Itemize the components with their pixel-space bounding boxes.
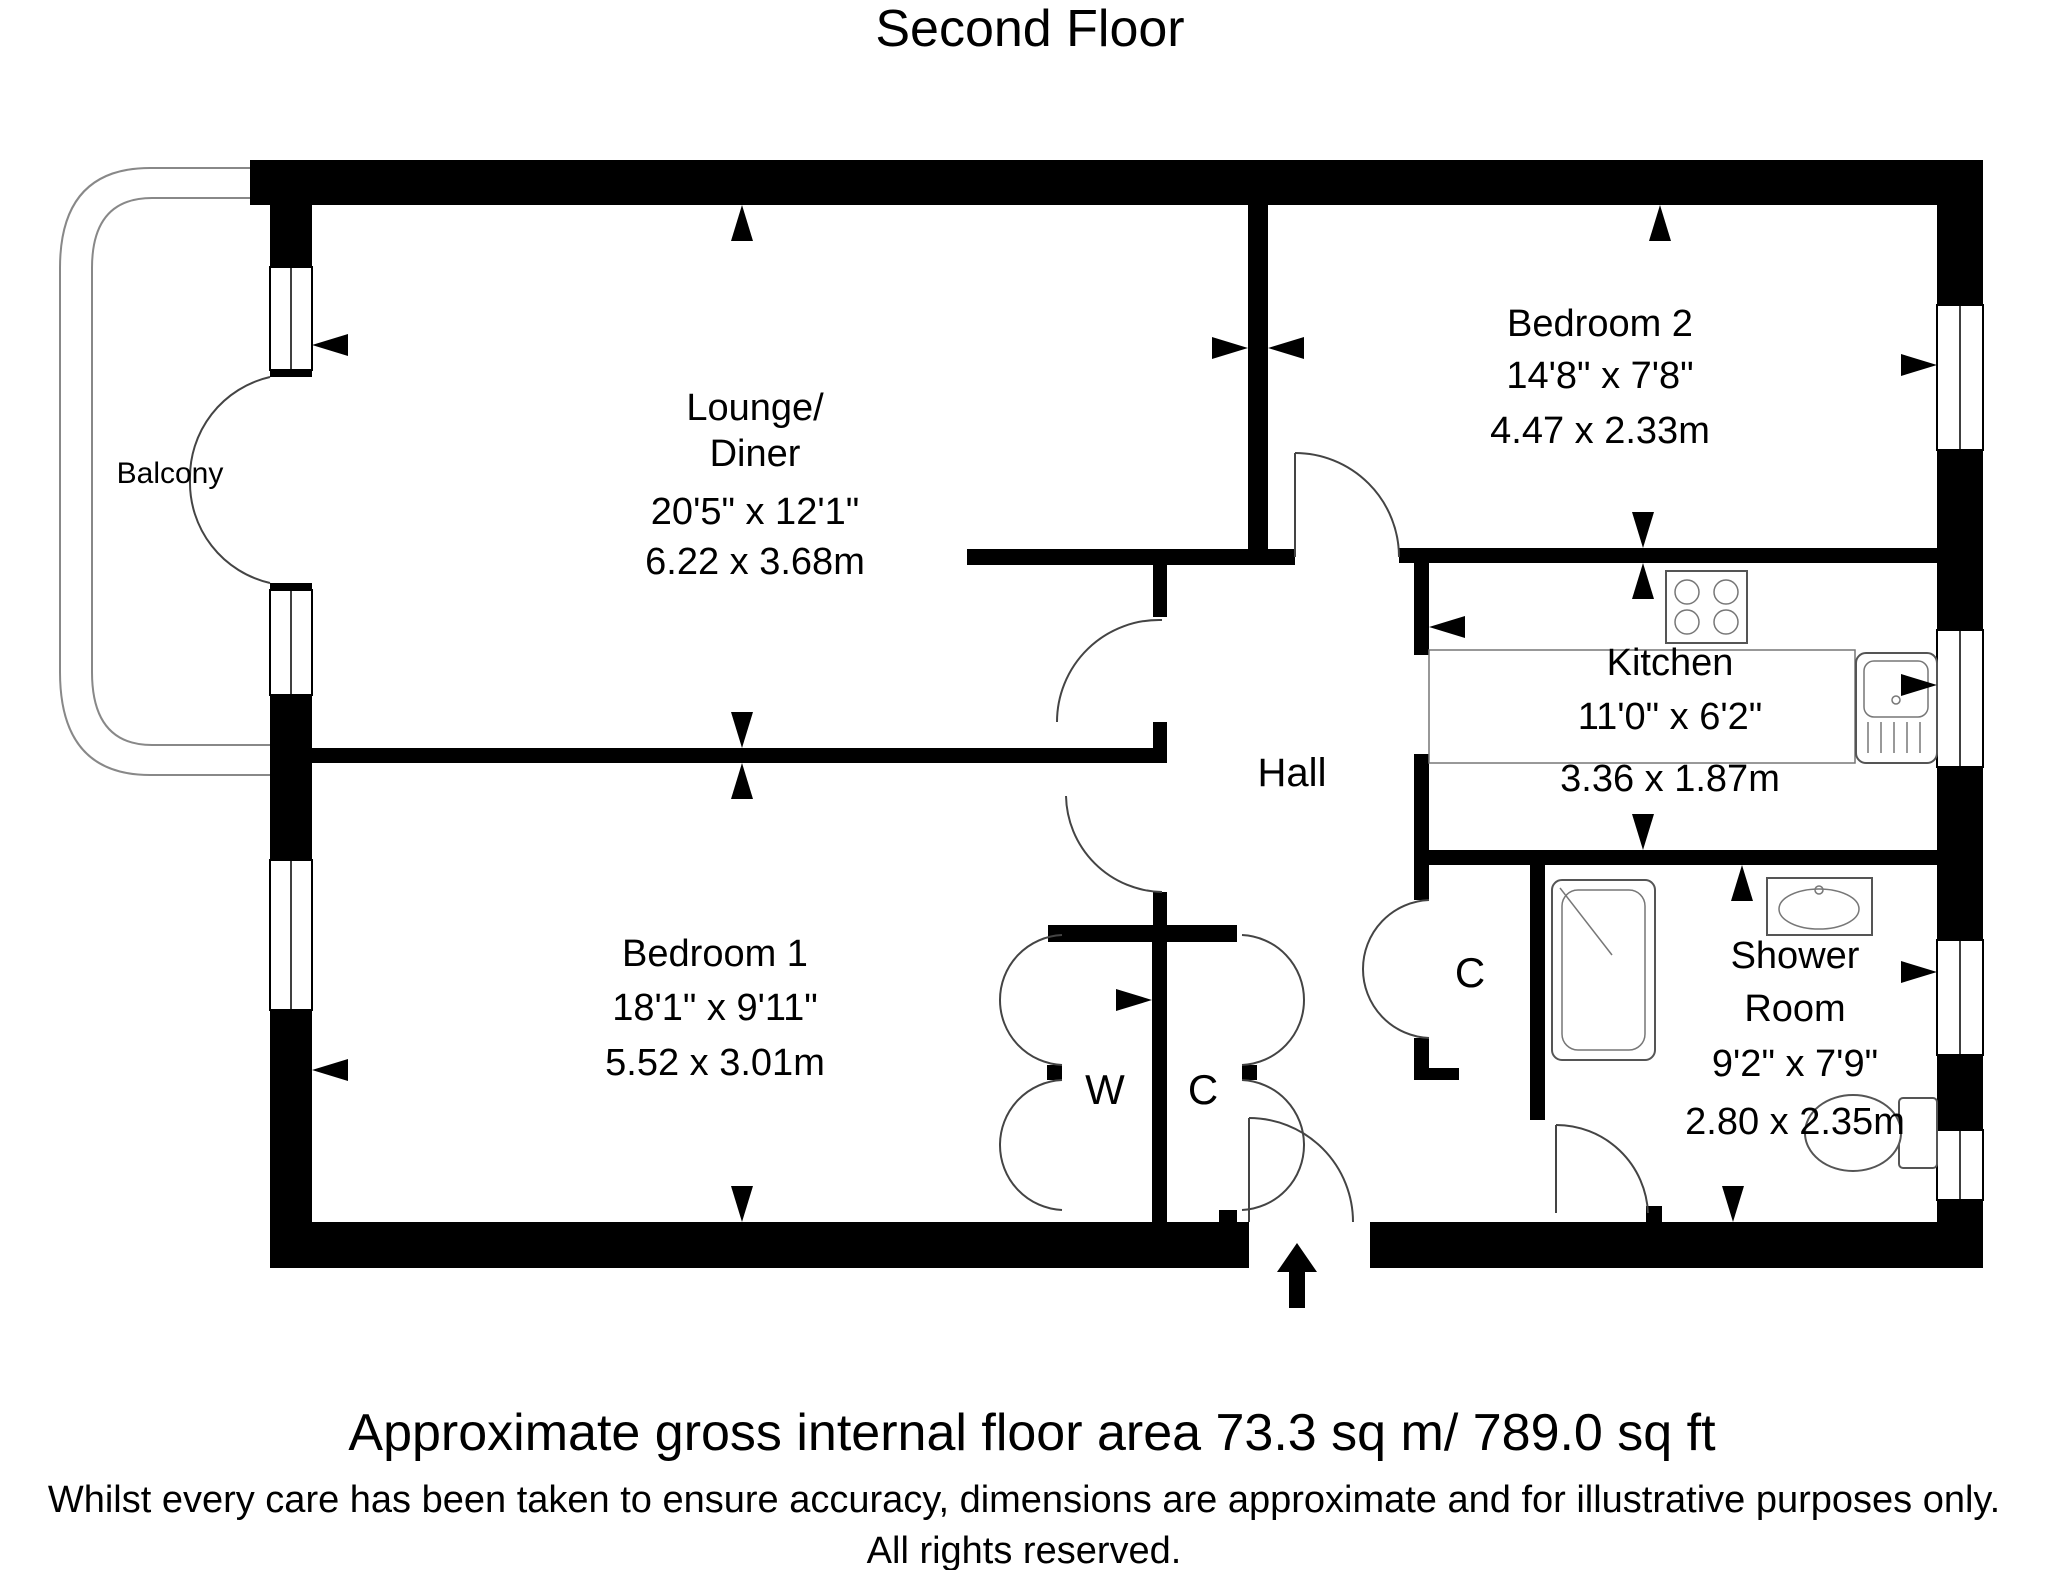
bedroom1-dims-imperial: 18'1" x 9'11" [612, 987, 818, 1029]
exterior-walls [250, 160, 1983, 1268]
disclaimer-line2: All rights reserved. [867, 1530, 1182, 1570]
lounge-label-line2: Diner [710, 433, 801, 475]
toilet-icon [1804, 1094, 1938, 1172]
room-labels: Lounge/ Diner 20'5" x 12'1" 6.22 x 3.68m… [117, 303, 1905, 1143]
windows [269, 266, 1984, 1201]
lounge-dims-metric: 6.22 x 3.68m [645, 541, 865, 583]
cupboard-label: C [1188, 1066, 1218, 1113]
hob-icon [1665, 570, 1748, 644]
basin-icon [1766, 877, 1873, 936]
bedroom2-dims-metric: 4.47 x 2.33m [1490, 410, 1710, 452]
dimension-arrows [312, 205, 1937, 1222]
footer: Approximate gross internal floor area 73… [48, 1404, 2000, 1570]
bedroom2-label: Bedroom 2 [1507, 303, 1693, 345]
lounge-label-line1: Lounge/ [686, 387, 824, 429]
bedroom2-dims-imperial: 14'8" x 7'8" [1506, 355, 1693, 397]
doors [188, 376, 1649, 1223]
hall-cupboard-label: C [1455, 949, 1485, 996]
balcony-label: Balcony [117, 457, 224, 490]
shower-room-dims-imperial: 9'2" x 7'9" [1712, 1043, 1878, 1085]
interior-walls [312, 205, 1937, 1222]
sink-icon [1855, 652, 1938, 764]
bedroom1-label: Bedroom 1 [622, 933, 808, 975]
shower-room-dims-metric: 2.80 x 2.35m [1685, 1101, 1905, 1143]
shower-tray-icon [1551, 879, 1656, 1061]
wardrobe-label: W [1085, 1066, 1125, 1113]
shower-room-label-line1: Shower [1731, 935, 1860, 977]
bedroom1-dims-metric: 5.52 x 3.01m [605, 1042, 825, 1084]
lounge-dims-imperial: 20'5" x 12'1" [651, 491, 859, 533]
kitchen-label: Kitchen [1607, 642, 1734, 684]
kitchen-dims-metric: 3.36 x 1.87m [1560, 758, 1780, 800]
disclaimer-line1: Whilst every care has been taken to ensu… [48, 1479, 2000, 1521]
area-summary: Approximate gross internal floor area 73… [348, 1404, 1716, 1462]
kitchen-dims-imperial: 11'0" x 6'2" [1578, 696, 1762, 738]
hall-label: Hall [1258, 751, 1327, 795]
page-title: Second Floor [875, 0, 1184, 58]
shower-room-label-line2: Room [1744, 988, 1845, 1030]
entrance-arrow-icon [1277, 1243, 1317, 1308]
balcony-railing [59, 167, 270, 776]
